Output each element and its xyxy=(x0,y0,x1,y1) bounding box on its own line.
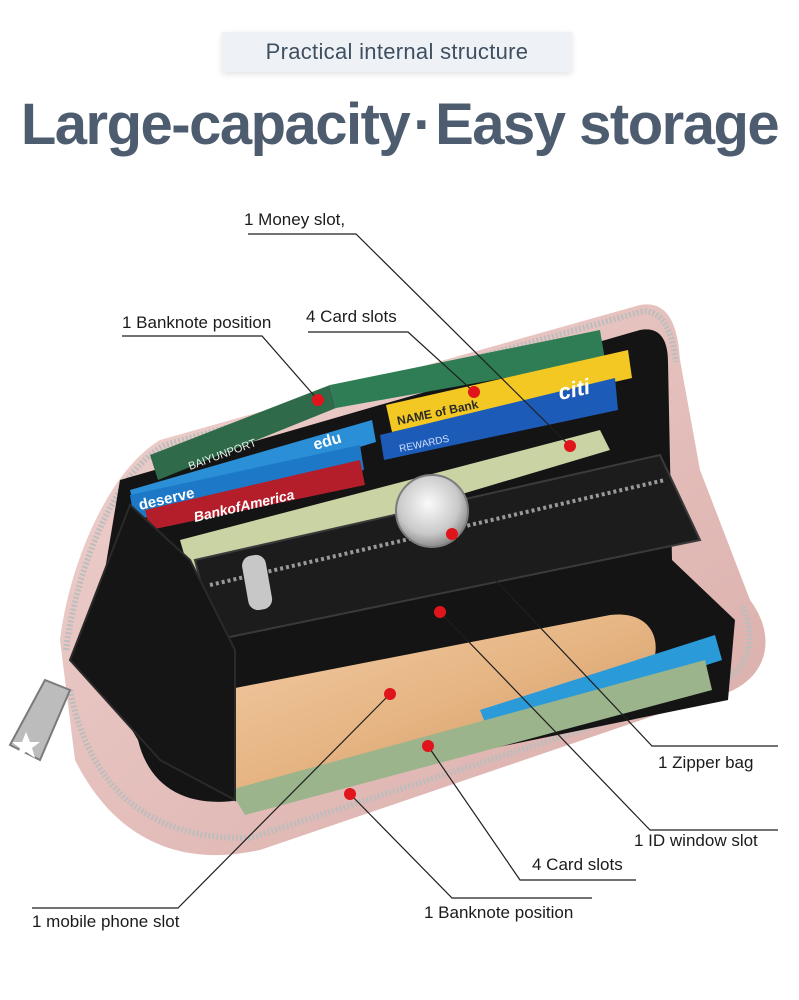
section-badge: Practical internal structure xyxy=(222,32,572,72)
headline-left: Large-capacity xyxy=(20,92,411,157)
marker-banknote-top xyxy=(312,394,324,406)
zipper-track-bottom xyxy=(67,603,753,842)
callout-card-slots-top: 4 Card slots xyxy=(306,307,397,326)
headline-right: Easy storage xyxy=(435,92,780,157)
zipper-pull-inner xyxy=(242,554,273,611)
callout-money-slot: 1 Money slot, xyxy=(244,210,346,229)
mobile-phone xyxy=(220,614,656,791)
callout-id-window: 1 ID window slot xyxy=(634,831,758,850)
markers xyxy=(312,386,576,800)
marker-zipper-bag xyxy=(446,528,458,540)
marker-money-slot xyxy=(564,440,576,452)
headline: Large-capacity·Easy storage xyxy=(0,88,799,162)
callout-zipper-bag: 1 Zipper bag xyxy=(658,753,754,772)
banknote-stack-bottom xyxy=(230,660,712,815)
zipper-track xyxy=(63,308,679,651)
marker-card-slots-top xyxy=(468,386,480,398)
marker-id-window xyxy=(434,606,446,618)
callout-banknote-bottom: 1 Banknote position xyxy=(424,903,574,922)
badge-text: Practical internal structure xyxy=(265,39,529,64)
callout-card-slots-bottom: 4 Card slots xyxy=(532,855,623,874)
marker-banknote-bottom xyxy=(344,788,356,800)
marker-phone-slot xyxy=(384,688,396,700)
zipper-pull-icon xyxy=(8,678,72,762)
callout-phone-slot: 1 mobile phone slot xyxy=(32,912,180,931)
headline-separator: · xyxy=(413,92,432,157)
card-stack-top: BAIYUNPORT edu deserve BankofAmerica NAM… xyxy=(130,330,632,530)
leader-lines xyxy=(32,233,778,909)
marker-card-slots-bottom xyxy=(422,740,434,752)
callout-banknote-top: 1 Banknote position xyxy=(122,313,272,332)
wallet-side-flap xyxy=(68,503,236,802)
